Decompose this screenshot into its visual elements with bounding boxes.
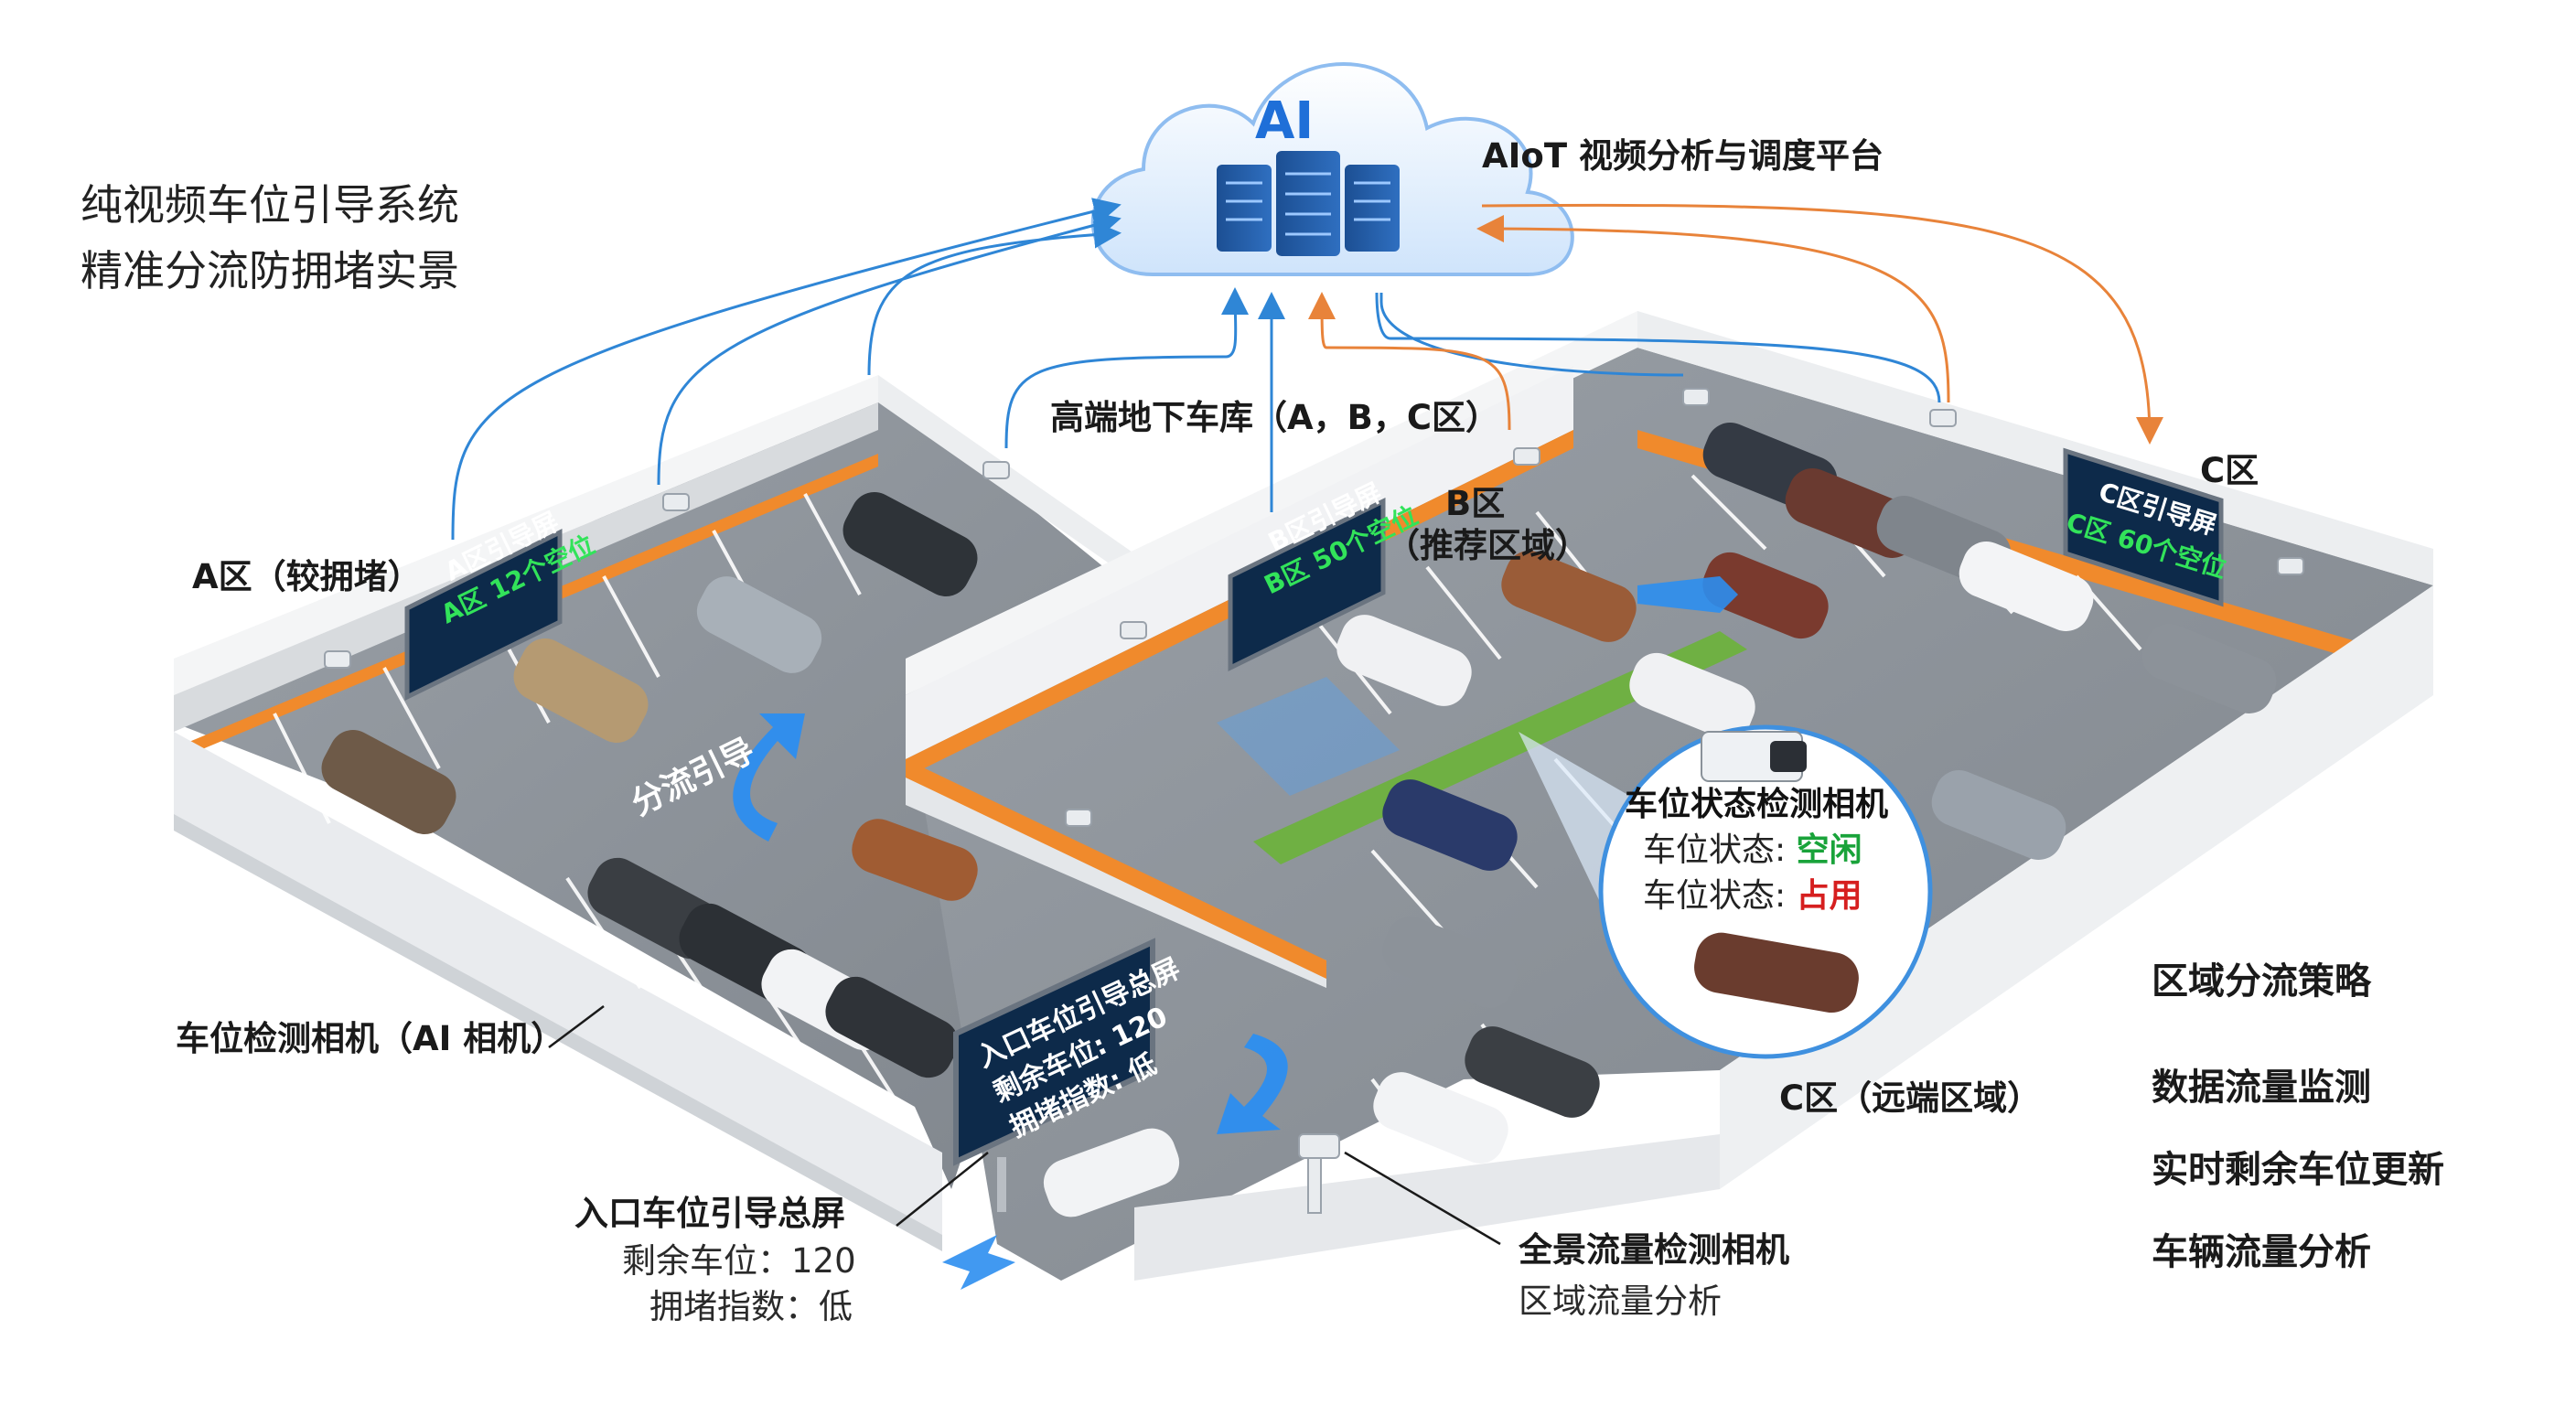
- feature-3: 实时剩余车位更新: [2152, 1149, 2444, 1191]
- garage-label: 高端地下车库（A，B，C区）: [1050, 398, 1499, 437]
- camera-icons: [324, 388, 2304, 1214]
- ai-camera-label: 车位检测相机（AI 相机）: [176, 1019, 565, 1058]
- pano-camera-title: 全景流量检测相机: [1519, 1230, 1789, 1270]
- spot-camera-free-row: 车位状态: 空闲: [1643, 823, 1862, 871]
- entrance-screen-congestion: 拥堵指数：低: [649, 1287, 853, 1326]
- state-busy: 占用: [1796, 877, 1862, 915]
- server-rack-icon: [1217, 151, 1400, 256]
- feature-2: 数据流量监测: [2152, 1067, 2371, 1109]
- spot-camera-title: 车位状态检测相机: [1625, 786, 1889, 823]
- callout-lines: [548, 1005, 1501, 1246]
- data-links-blue: [451, 198, 1941, 541]
- flow-guide-arrows: [733, 576, 1738, 1290]
- zone-c-board-shape: [2063, 447, 2224, 607]
- spot-camera-state-prefix-2: 车位状态:: [1643, 877, 1787, 915]
- zone-b-board-shape: [1228, 497, 1386, 672]
- platform-label: AIoT 视频分析与调度平台: [1482, 136, 1884, 176]
- feature-4: 车辆流量分析: [2152, 1231, 2371, 1273]
- parked-cars: [321, 423, 2277, 1217]
- spot-camera-busy-row: 车位状态: 占用: [1643, 869, 1862, 917]
- pano-camera-sub: 区域流量分析: [1519, 1282, 1722, 1321]
- entrance-screen-title: 入口车位引导总屏: [574, 1194, 845, 1233]
- entrance-board-shape: [953, 938, 1155, 1212]
- data-links-orange: [1308, 203, 2163, 445]
- page-title-line2: 精准分流防拥堵实景: [80, 246, 459, 295]
- zone-a-label: A区（较拥堵）: [192, 557, 422, 596]
- state-free: 空闲: [1796, 831, 1862, 869]
- page-title: 纯视频车位引导系统 精准分流防拥堵实景: [80, 172, 459, 304]
- ai-badge: AI: [1255, 91, 1315, 151]
- zone-c-far-label: C区（远端区域）: [1779, 1078, 2042, 1118]
- zone-b-sub: （推荐区域）: [1386, 526, 1589, 565]
- zone-a-board-shape: [404, 528, 563, 702]
- zone-c-label: C区: [2200, 451, 2259, 490]
- page-title-line1: 纯视频车位引导系统: [80, 180, 459, 230]
- feature-1: 区域分流策略: [2152, 960, 2371, 1003]
- spot-camera-state-prefix-1: 车位状态:: [1643, 831, 1787, 869]
- spot-camera-callout: [1519, 724, 1933, 1059]
- entrance-screen-remain: 剩余车位：120: [622, 1241, 856, 1281]
- zone-b-label: B区: [1445, 484, 1506, 523]
